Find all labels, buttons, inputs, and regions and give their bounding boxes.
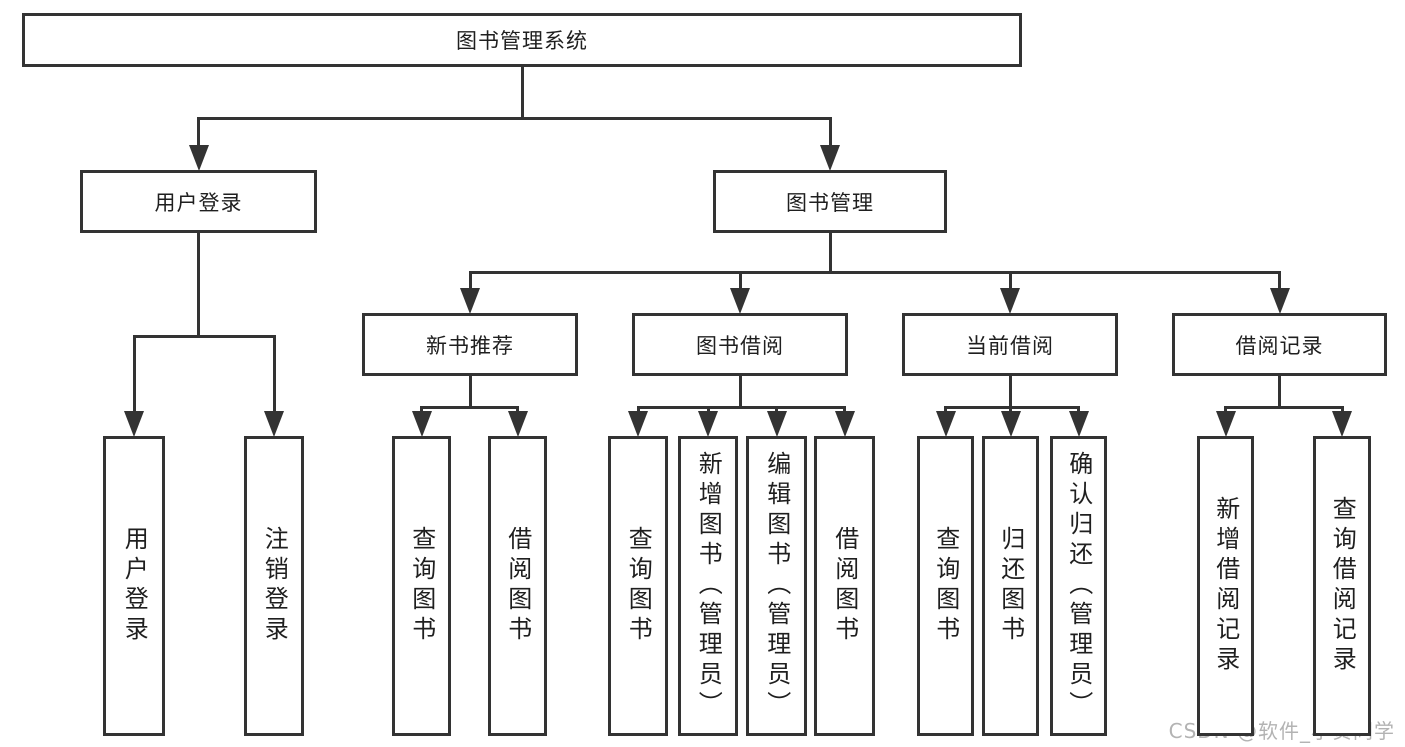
connector-child-stub (132, 336, 136, 412)
arrowhead-down-icon (820, 145, 840, 171)
connector-child-stub (516, 407, 519, 412)
node-new-book-rec: 新书推荐 (362, 313, 578, 376)
connector-branch-rail (197, 116, 832, 120)
node-label: 图书管理系统 (456, 29, 588, 53)
arrowhead-down-icon (460, 288, 480, 314)
arrowhead-down-icon (834, 411, 855, 437)
node-label: 查询图书 (407, 526, 436, 646)
node-label: 图书借阅 (696, 333, 784, 358)
arrowhead-down-icon (1215, 411, 1236, 437)
connector-parent-stem (738, 376, 742, 407)
node-current-borrow: 当前借阅 (902, 313, 1118, 376)
connector-parent-stem (828, 233, 832, 272)
connector-child-stub (1077, 407, 1080, 412)
arrowhead-down-icon (411, 411, 432, 437)
node-root: 图书管理系统 (22, 13, 1022, 67)
connector-child-stub (706, 407, 710, 412)
node-label: 查询借阅记录 (1328, 496, 1357, 676)
node-user-login: 用户登录 (80, 170, 317, 233)
arrowhead-down-icon (698, 411, 718, 437)
arrowhead-down-icon (507, 411, 528, 437)
node-label: 查询图书 (624, 526, 653, 646)
arrowhead-down-icon (766, 411, 787, 437)
node-leaf-bb-borrow: 借阅图书 (814, 436, 875, 736)
node-leaf-nr-query: 查询图书 (392, 436, 451, 736)
connector-branch-rail (1224, 405, 1344, 409)
node-label: 借阅记录 (1235, 333, 1324, 358)
node-leaf-cb-confirm: 确认归还（管理员） (1050, 436, 1107, 736)
node-leaf-bb-add: 新增图书（管理员） (678, 436, 738, 736)
node-leaf-bb-query: 查询图书 (608, 436, 668, 736)
node-leaf-br-add: 新增借阅记录 (1197, 436, 1254, 736)
arrowhead-down-icon (264, 411, 284, 437)
connector-child-stub (1224, 407, 1227, 412)
connector-child-stub (468, 272, 472, 289)
node-leaf-logout: 注销登录 (244, 436, 304, 736)
node-label: 当前借阅 (966, 333, 1054, 358)
node-label: 新增图书（管理员） (694, 451, 723, 721)
arrowhead-down-icon (188, 145, 209, 171)
arrowhead-down-icon (730, 288, 750, 314)
connector-child-stub (1278, 272, 1281, 289)
node-label: 用户登录 (120, 526, 149, 646)
node-leaf-bb-edit: 编辑图书（管理员） (746, 436, 807, 736)
node-leaf-cb-query: 查询图书 (917, 436, 974, 736)
node-label: 确认归还（管理员） (1064, 451, 1093, 721)
connector-branch-rail (132, 334, 276, 338)
connector-child-stub (197, 118, 200, 146)
node-label: 用户登录 (154, 190, 243, 215)
connector-child-stub (1009, 407, 1012, 412)
node-book-borrow: 图书借阅 (632, 313, 848, 376)
connector-child-stub (272, 336, 276, 412)
connector-branch-rail (944, 405, 1080, 409)
node-label: 新书推荐 (426, 333, 514, 358)
arrowhead-down-icon (1000, 288, 1020, 314)
arrowhead-down-icon (1332, 411, 1352, 437)
arrowhead-down-icon (628, 411, 648, 437)
connector-parent-stem (1278, 376, 1281, 407)
node-label: 图书管理 (786, 190, 874, 215)
connector-parent-stem (197, 233, 200, 336)
connector-parent-stem (520, 67, 524, 118)
arrowhead-down-icon (124, 411, 144, 437)
node-leaf-user-login: 用户登录 (103, 436, 165, 736)
node-leaf-cb-return: 归还图书 (982, 436, 1039, 736)
arrowhead-down-icon (1068, 411, 1089, 437)
connector-child-stub (1008, 272, 1012, 289)
node-label: 查询图书 (931, 526, 960, 646)
node-borrow-record: 借阅记录 (1172, 313, 1387, 376)
arrowhead-down-icon (1269, 288, 1290, 314)
arrowhead-down-icon (935, 411, 956, 437)
node-label: 归还图书 (996, 526, 1025, 646)
node-leaf-nr-borrow: 借阅图书 (488, 436, 547, 736)
connector-child-stub (775, 407, 778, 412)
connector-child-stub (420, 407, 423, 412)
connector-child-stub (738, 272, 742, 289)
connector-parent-stem (1008, 376, 1012, 407)
connector-child-stub (1340, 407, 1344, 412)
node-book-mgmt: 图书管理 (713, 170, 947, 233)
connector-child-stub (828, 118, 832, 146)
connector-parent-stem (468, 376, 472, 407)
connector-child-stub (843, 407, 846, 412)
node-label: 编辑图书（管理员） (762, 451, 791, 721)
node-label: 注销登录 (260, 526, 289, 646)
connector-branch-rail (468, 270, 1281, 274)
connector-child-stub (636, 407, 640, 412)
node-label: 借阅图书 (830, 526, 859, 646)
connector-child-stub (944, 407, 947, 412)
connector-branch-rail (420, 405, 519, 409)
connector-branch-rail (636, 405, 846, 409)
node-leaf-br-query: 查询借阅记录 (1313, 436, 1371, 736)
arrowhead-down-icon (1000, 411, 1021, 437)
node-label: 新增借阅记录 (1211, 496, 1240, 676)
node-label: 借阅图书 (503, 526, 532, 646)
